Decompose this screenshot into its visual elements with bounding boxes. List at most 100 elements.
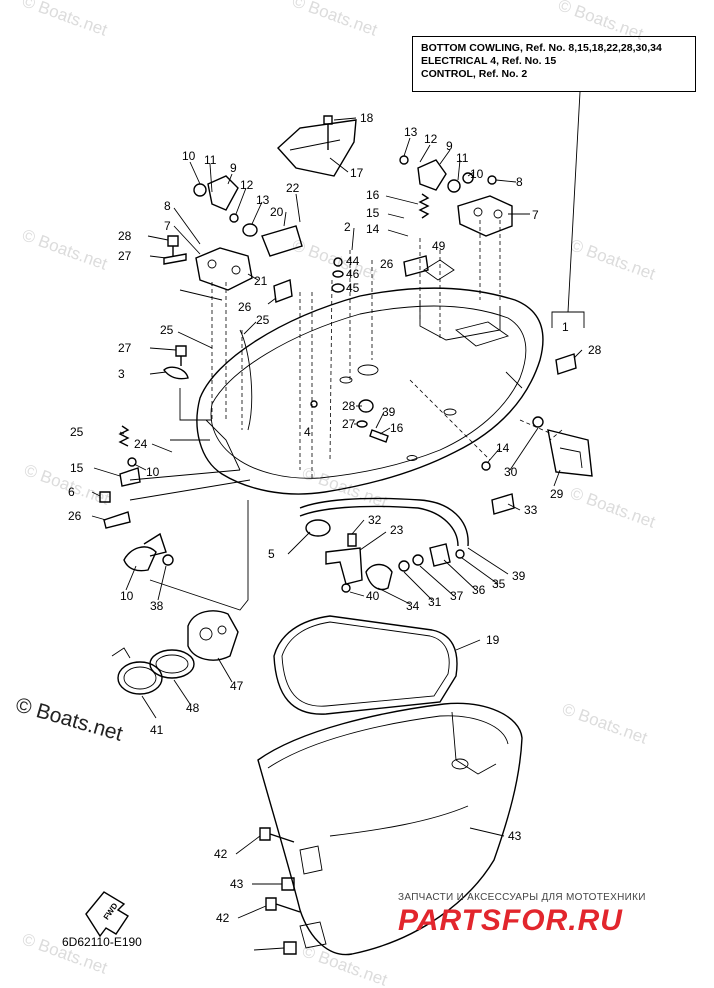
part-15-bolt [127,457,137,467]
callout-15: 15 [366,206,380,220]
part-9-lever-left [207,175,239,211]
callout-26: 26 [380,257,394,271]
callout-28: 27 [118,341,132,355]
callout-4: 27 [342,417,356,431]
callout-46: 46 [346,267,360,281]
cowling-flange [205,371,523,471]
part-36-nut [412,554,424,566]
part-37-washer [398,560,410,572]
callout-25: 25 [160,323,174,337]
part-17-detail [289,139,341,151]
part-27-clip [163,253,187,265]
callout-27: 3 [118,367,125,381]
part-48-tab [111,647,131,659]
callout-43: 42 [214,847,228,861]
part-13-screw-right [399,155,409,165]
part-10-collar [162,554,174,566]
cowling-pan-inner-rim [210,305,527,479]
reference-line-2: ELECTRICAL 4, Ref. No. 15 [421,55,557,67]
part-26-clip [403,255,429,277]
callout-26: 26 [238,300,252,314]
reference-leader [551,91,585,328]
part-40-seal-inner [281,621,450,707]
fwd-arrow-icon [85,891,129,938]
callout-31: 34 [406,599,420,613]
part-7-detail [231,265,241,275]
part-33-screw [347,533,357,547]
callout-47: 48 [186,701,200,715]
callout-39: 35 [492,577,506,591]
part-17-bracket [277,119,357,177]
callout-14: 14 [366,222,380,236]
part-26-clip [273,279,293,303]
callout-36: 37 [450,589,464,603]
callout-35: 36 [472,583,486,597]
callout-22: 22 [286,181,300,195]
callout-15: 10 [146,465,160,479]
part-39-clip [310,400,318,408]
callout-1: 1 [562,320,569,334]
part-26-clip [491,493,515,515]
callout-44: 44 [346,254,360,268]
part-41-front-cutout [451,711,497,775]
part-23-grommet [305,519,331,537]
part-5-detail [143,532,167,557]
callout-18: 18 [360,111,374,125]
part-11-spacer-right [447,179,461,193]
callout-16: 16 [366,188,380,202]
part-19-detail [199,627,213,641]
callout-7: 7 [164,219,171,233]
part-5-lever [123,546,157,572]
callout-41: 43 [508,829,522,843]
part-28-bolt [167,235,179,256]
part-31-plug [365,563,393,591]
part-39-clip [455,549,465,559]
callout-10: 30 [504,465,518,479]
callout-29: 26 [68,509,82,523]
part-48-clamp-inner [123,666,157,690]
callout-5: 10 [120,589,134,603]
callout-labels: 18 13 12 9 17 10 11 9 11 10 8 12 22 16 1… [68,111,602,925]
part-7-detail [493,209,503,219]
callout-10: 38 [150,599,164,613]
callout-25: 25 [256,313,270,327]
part-14-clamp [119,467,141,487]
part-47-ring [149,649,195,679]
part-41-hole [451,758,469,770]
part-20-bracket [261,225,303,257]
callout-26: 28 [588,343,602,357]
callout-3: 28 [342,399,356,413]
part-10-collar [532,416,544,428]
callout-12: 12 [240,178,254,192]
part-44-grommet [333,257,343,267]
callout-43: 42 [216,911,230,925]
callout-19: 47 [230,679,244,693]
part-26-clip [555,353,577,375]
callout-24: 14 [496,441,510,455]
cowling-hole [339,376,353,384]
part-18-bolt [323,115,333,150]
callout-8: 8 [164,199,171,213]
cowling-front-post [239,329,253,431]
part-7-lock-right [457,195,513,237]
part-32-bracket [325,547,363,585]
callout-33: 32 [368,513,382,527]
part-6-detail [559,447,583,469]
part-41-rim [267,715,509,769]
assembly-guide-lines [211,220,563,480]
part-13-cap-left [242,223,258,237]
part-16-spring-left [118,425,130,447]
callout-27: 16 [390,421,404,435]
reference-box: BOTTOM COWLING, Ref. No. 8,15,18,22,28,3… [412,36,696,92]
part-19-fitting [187,610,239,661]
fwd-label: FWD [102,901,120,921]
callout-30: 6 [68,485,75,499]
part-16-spring [418,193,430,219]
brand-logo[interactable]: PARTSFOR.RU [398,904,623,937]
part-38-hose-inner [299,505,459,547]
callout-28: 39 [382,405,396,419]
part-24-screw [481,461,491,471]
callout-32: 23 [390,523,404,537]
